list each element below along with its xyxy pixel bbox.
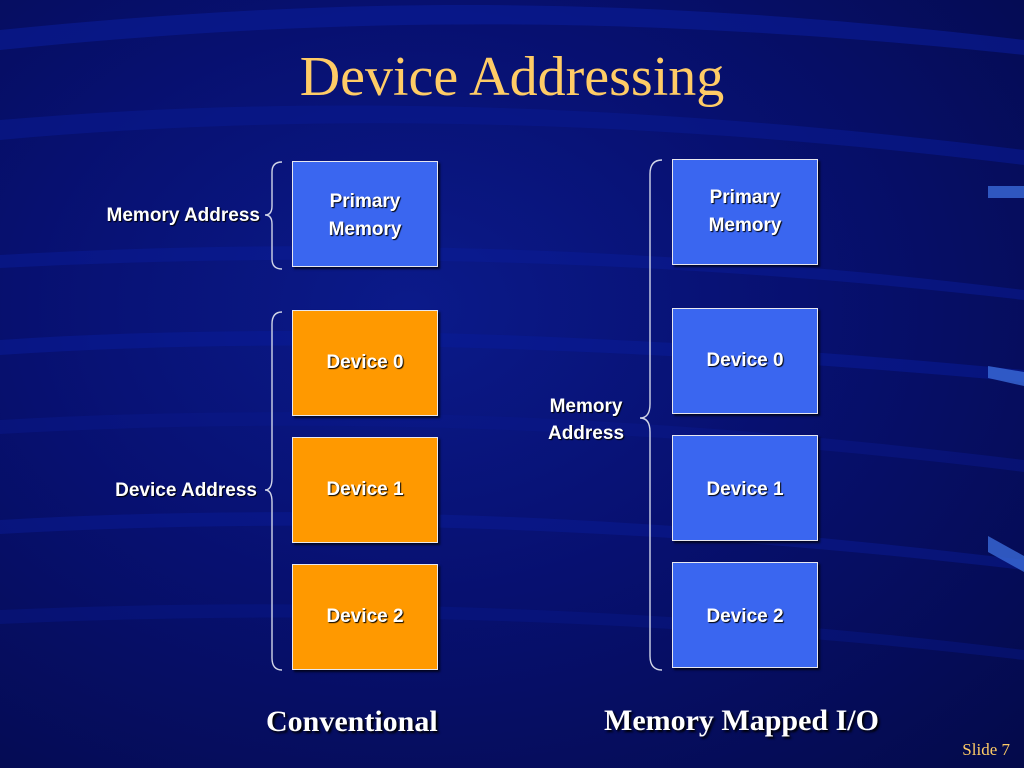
mmio-primary-memory-line1: Primary: [709, 187, 781, 208]
mmio-device-1-label: Device 1: [706, 479, 784, 500]
conventional-primary-memory-box: Primary Memory: [292, 161, 438, 267]
mmio-memory-address-label: Memory Address: [536, 393, 636, 447]
mmio-device-0-label: Device 0: [706, 350, 784, 371]
mmio-primary-memory-line2: Memory: [708, 215, 782, 236]
mmio-device-0-box: Device 0: [672, 308, 818, 414]
conventional-device-address-label: Device Address: [115, 480, 257, 501]
mmio-device-2-label: Device 2: [706, 606, 784, 627]
mmio-device-1-box: Device 1: [672, 435, 818, 541]
conventional-device-1-label: Device 1: [326, 479, 404, 500]
conventional-device-2-box: Device 2: [292, 564, 438, 670]
conventional-caption: Conventional: [266, 705, 438, 738]
memory-mapped-caption: Memory Mapped I/O: [604, 704, 879, 737]
conventional-device-0-label: Device 0: [326, 352, 404, 373]
slide-title: Device Addressing: [299, 46, 725, 108]
conventional-device-2-label: Device 2: [326, 606, 404, 627]
conventional-device-0-box: Device 0: [292, 310, 438, 416]
conventional-device-brace: [264, 311, 283, 671]
conventional-memory-brace: [264, 161, 283, 270]
conventional-device-1-box: Device 1: [292, 437, 438, 543]
mmio-memory-brace: [639, 159, 663, 671]
conventional-primary-memory-line1: Primary: [329, 191, 401, 212]
mmio-primary-memory-box: Primary Memory: [672, 159, 818, 265]
mmio-device-2-box: Device 2: [672, 562, 818, 668]
conventional-memory-address-label: Memory Address: [106, 205, 260, 226]
slide-number: Slide 7: [962, 740, 1010, 759]
mmio-memory-address-line2: Address: [547, 423, 625, 444]
conventional-primary-memory-line2: Memory: [328, 219, 402, 240]
mmio-memory-address-line1: Memory: [549, 396, 623, 417]
